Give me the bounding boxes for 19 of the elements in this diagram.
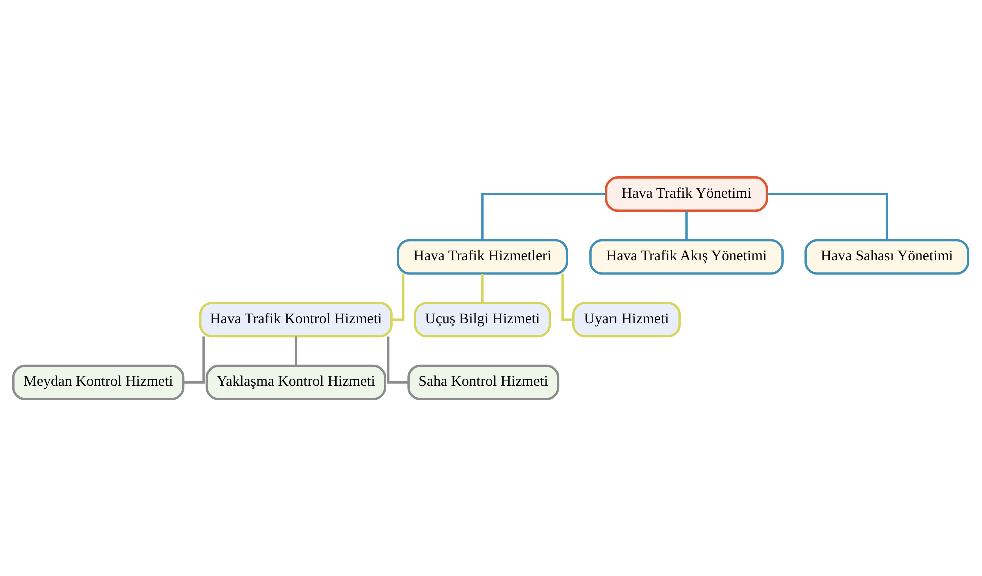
connector — [482, 273, 484, 303]
node-box: Yaklaşma Kontrol Hizmeti — [206, 364, 386, 400]
node-box: Uçuş Bilgi Hizmeti — [414, 302, 552, 338]
connector — [184, 336, 205, 384]
node-box: Hava Trafik Yönetimi — [605, 176, 768, 212]
connector — [387, 336, 409, 384]
node-box: Hava Trafik Akış Yönetimi — [590, 238, 784, 274]
connector — [767, 192, 888, 240]
node-box: Saha Kontrol Hizmeti — [408, 364, 560, 400]
connector — [562, 273, 574, 321]
node-box: Uyarı Hizmeti — [572, 302, 681, 338]
connector — [392, 273, 405, 321]
connector — [686, 210, 688, 240]
node-box: Hava Trafik Kontrol Hizmeti — [199, 302, 393, 338]
node-box: Hava Trafik Hizmetleri — [397, 238, 568, 274]
connector — [295, 336, 298, 366]
node-box: Hava Sahası Yönetimi — [804, 238, 970, 274]
node-box: Meydan Kontrol Hizmeti — [12, 364, 185, 400]
connector — [482, 192, 606, 240]
